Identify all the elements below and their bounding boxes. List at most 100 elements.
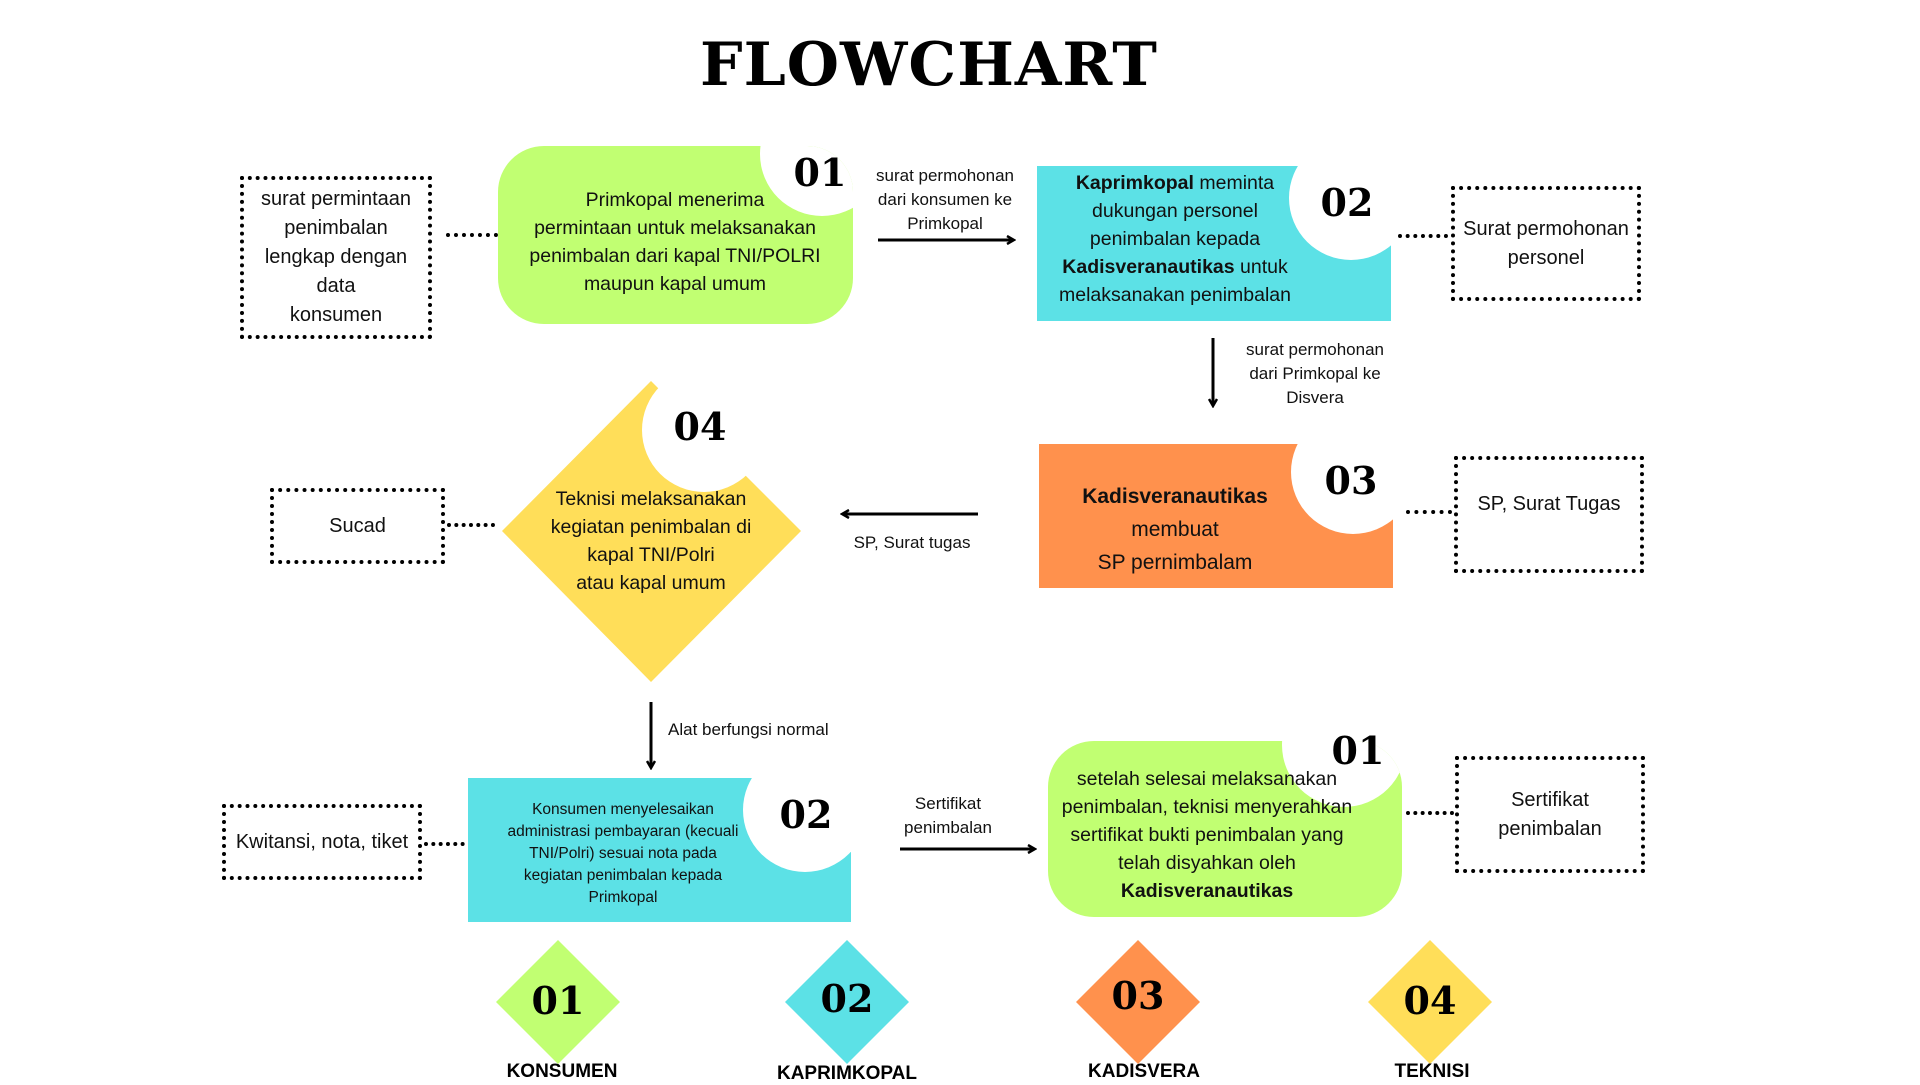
bold-term: Kadisveranautikas: [1062, 256, 1235, 278]
arrow2-label: surat permohonan dari Primkopal ke Disve…: [1230, 338, 1400, 410]
text-line: melaksanakan penimbalan: [1059, 284, 1291, 306]
text-line: dukungan personel: [1092, 200, 1258, 222]
step1-text: Primkopal menerima permintaan untuk mela…: [505, 186, 845, 298]
step3-number: 03: [1324, 458, 1378, 503]
step4-notch: [642, 368, 766, 492]
legend-diamond-kadisvera: [1076, 940, 1200, 1064]
legend-label-kadisvera: KADISVERA: [1088, 1061, 1200, 1082]
doc-line: Sucad: [329, 514, 386, 537]
step5-box: [468, 778, 851, 922]
step2-connector: [1398, 234, 1448, 238]
label-line: Disvera: [1286, 388, 1344, 407]
text-line: Teknisi melaksanakan: [555, 488, 747, 510]
step5-document-box: Kwitansi, nota, tiket: [222, 804, 422, 880]
text-line: Kaprimkopal meminta: [1040, 169, 1310, 197]
text-line: Konsumen menyelesaikan: [532, 801, 714, 818]
text-line: Primkopal: [588, 889, 658, 906]
text-line: Kadisveranautikas untuk: [1040, 253, 1310, 281]
doc-line: personel: [1507, 246, 1585, 269]
step6-box: [1048, 741, 1402, 917]
step2-number: 02: [1320, 180, 1374, 225]
legend-diamond-kaprimkopal: [785, 940, 909, 1064]
text-line: membuat: [1131, 518, 1219, 541]
arrow4-label: Alat berfungsi normal: [668, 718, 868, 742]
text-line: TNI/Polri) sesuai nota pada: [529, 845, 717, 862]
label-line: Sertifikat: [914, 794, 982, 813]
step2-document-box: Surat permohonan personel: [1451, 186, 1641, 301]
step2-box: [1037, 166, 1391, 321]
doc-line: data: [316, 275, 356, 297]
step5-connector: [424, 842, 472, 846]
text-line: telah disyahkan oleh: [1118, 852, 1296, 874]
text-line: kegiatan penimbalan kepada: [523, 867, 723, 884]
text-line: penimbalan kepada: [1089, 228, 1261, 250]
text-line: penimbalan, teknisi menyerahkan: [1061, 796, 1353, 818]
doc-line: Surat permohonan: [1463, 217, 1629, 240]
text-line: Kadisveranautikas: [1042, 877, 1372, 905]
text-line: administrasi pembayaran (kecuali: [507, 823, 739, 840]
step3-document-box: SP, Surat Tugas: [1454, 456, 1644, 573]
doc-line: Sertifikat: [1511, 788, 1589, 811]
bold-term: Kadisveranautikas: [1082, 485, 1268, 508]
bold-term: Kaprimkopal: [1075, 172, 1194, 194]
step3-text: Kadisveranautikas membuat SP pernimbalam: [1050, 480, 1300, 579]
step1-connector: [446, 233, 498, 237]
step3-box: [1039, 444, 1393, 588]
legend-number-3: 03: [1111, 973, 1165, 1018]
text-line: SP pernimbalam: [1097, 551, 1253, 574]
step6-text: setelah selesai melaksanakan penimbalan,…: [1042, 765, 1372, 905]
legend-diamond-konsumen: [496, 940, 620, 1064]
label-line: Alat berfungsi normal: [668, 720, 829, 739]
arrow5-label: Sertifikat penimbalan: [878, 792, 1018, 840]
text-line: sertifikat bukti penimbalan yang: [1070, 824, 1344, 846]
step4-document-box: Sucad: [270, 488, 445, 564]
text-line: kapal TNI/Polri: [587, 544, 715, 566]
step2-text: Kaprimkopal meminta dukungan personel pe…: [1040, 169, 1310, 309]
doc-line: konsumen: [289, 304, 383, 326]
step1-document-box: surat permintaan penimbalan lengkap deng…: [240, 176, 432, 339]
doc-line: lengkap dengan: [264, 246, 408, 268]
label-line: surat permohonan: [876, 166, 1014, 185]
label-line: surat permohonan: [1246, 340, 1384, 359]
legend-label-teknisi: TEKNISI: [1394, 1061, 1470, 1082]
text-line: Kadisveranautikas: [1050, 480, 1300, 513]
text-line: penimbalan dari kapal TNI/POLRI: [529, 245, 821, 267]
text-rest: meminta: [1193, 172, 1275, 194]
step4-text: Teknisi melaksanakan kegiatan penimbalan…: [526, 485, 776, 597]
step4-number: 04: [673, 404, 727, 449]
label-line: SP, Surat tugas: [853, 533, 971, 552]
legend-number-2: 02: [820, 976, 874, 1021]
label-line: dari konsumen ke: [877, 190, 1013, 209]
text-line: Primkopal menerima: [585, 189, 765, 211]
doc-line: penimbalan: [1498, 817, 1602, 840]
doc-line: Kwitansi, nota, tiket: [235, 830, 409, 853]
text-line: permintaan untuk melaksanakan: [534, 217, 816, 239]
step5-text: Konsumen menyelesaikan administrasi pemb…: [478, 799, 768, 909]
step6-connector: [1406, 811, 1454, 815]
label-line: penimbalan: [904, 818, 992, 837]
step6-number: 01: [1331, 728, 1385, 773]
legend-number-4: 04: [1403, 978, 1457, 1023]
step3-connector: [1406, 510, 1452, 514]
text-rest: untuk: [1234, 256, 1288, 278]
legend-number-1: 01: [531, 978, 585, 1023]
legend-label-konsumen: KONSUMEN: [506, 1061, 618, 1082]
text-line: atau kapal umum: [576, 572, 726, 594]
step1-box: [498, 146, 853, 324]
bold-term: Kadisveranautikas: [1120, 880, 1294, 902]
legend-label-kaprimkopal: KAPRIMKOPAL: [776, 1063, 918, 1084]
step4-connector: [447, 523, 495, 527]
step6-document-box: Sertifikat penimbalan: [1455, 756, 1645, 873]
text-line: kegiatan penimbalan di: [550, 516, 752, 538]
text-line: maupun kapal umum: [583, 273, 767, 295]
label-line: Primkopal: [907, 214, 983, 233]
page-title: FLOWCHART: [700, 30, 1158, 100]
doc-line: penimbalan: [284, 217, 388, 239]
arrow1-label: surat permohonan dari konsumen ke Primko…: [860, 164, 1030, 236]
legend-diamond-teknisi: [1368, 940, 1492, 1064]
text-line: setelah selesai melaksanakan: [1076, 768, 1338, 790]
legend: [496, 940, 1492, 1064]
label-line: dari Primkopal ke: [1249, 364, 1381, 383]
step5-number: 02: [779, 792, 833, 837]
doc-line: SP, Surat Tugas: [1477, 493, 1621, 515]
